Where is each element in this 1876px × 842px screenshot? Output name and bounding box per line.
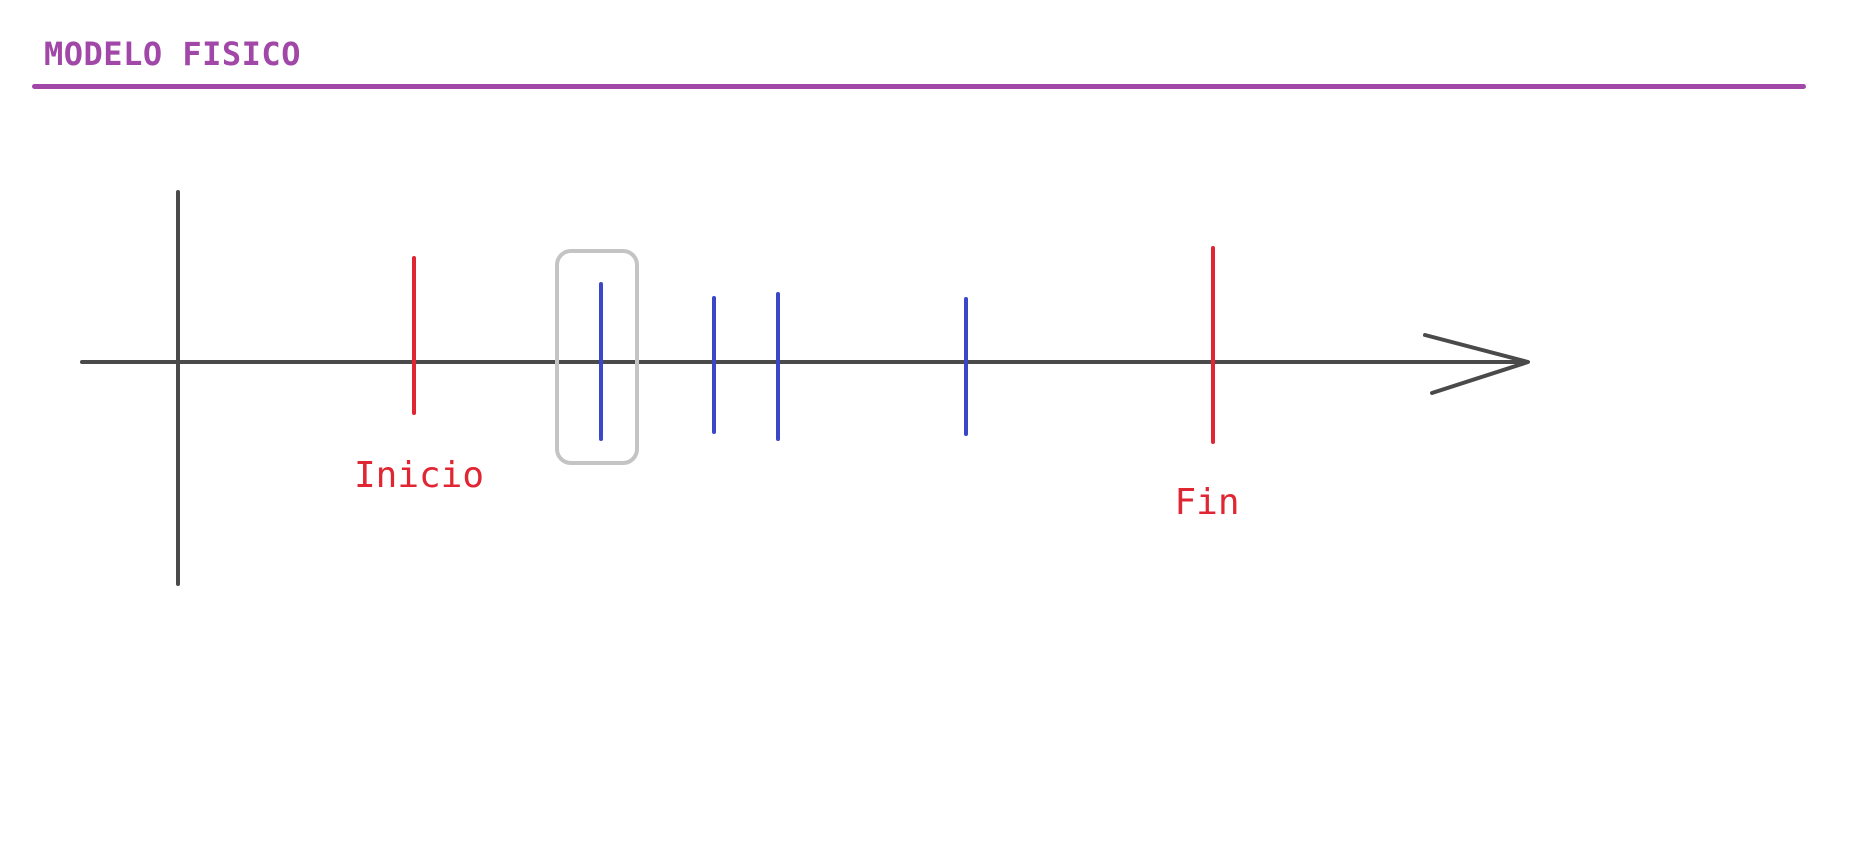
axis-arrowhead [1423,333,1530,395]
end-label: Fin [1174,482,1239,523]
title-underline [32,84,1806,89]
page-title: MODELO FISICO [44,35,301,73]
start-label: Inicio [354,455,484,496]
highlight-box [555,249,639,465]
